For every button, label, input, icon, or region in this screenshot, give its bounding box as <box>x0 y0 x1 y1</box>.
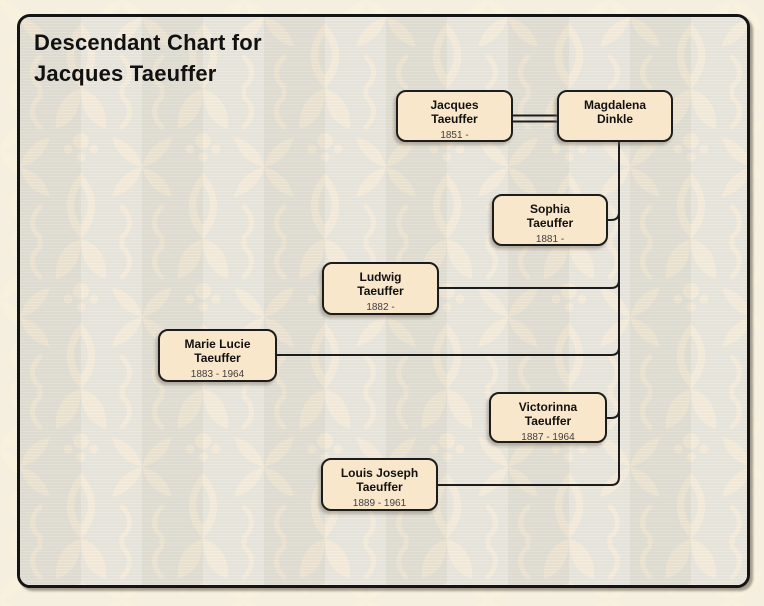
person-box-louis-joseph-taeuffer[interactable]: Louis Joseph Taeuffer 1889 - 1961 <box>321 458 438 511</box>
chart-title-line2: Jacques Taeuffer <box>34 61 217 86</box>
person-name-line2: Taeuffer <box>194 351 241 365</box>
person-dates: 1883 - 1964 <box>190 369 245 380</box>
person-name-line2: Taeuffer <box>356 480 403 494</box>
person-dates: 1851 - <box>440 130 469 141</box>
person-box-victorinna-taeuffer[interactable]: Victorinna Taeuffer 1887 - 1964 <box>489 392 607 443</box>
person-dates: 1882 - <box>366 302 395 313</box>
person-name-line2: Taeuffer <box>357 284 404 298</box>
person-name-line1: Victorinna <box>518 400 578 414</box>
chart-title-line1: Descendant Chart for <box>34 30 262 55</box>
person-dates: 1889 - 1961 <box>352 498 407 509</box>
person-name-line1: Magdalena <box>583 98 646 112</box>
person-box-ludwig-taeuffer[interactable]: Ludwig Taeuffer 1882 - <box>322 262 439 315</box>
person-name-line2: Dinkle <box>596 112 633 126</box>
person-box-sophia-taeuffer[interactable]: Sophia Taeuffer 1881 - <box>492 194 608 246</box>
person-dates: 1887 - 1964 <box>521 432 575 443</box>
person-dates: 1881 - <box>535 234 565 245</box>
person-box-magdalena-dinkle[interactable]: Magdalena Dinkle <box>557 90 673 142</box>
person-name-line2: Taeuffer <box>431 112 478 126</box>
person-name-line1: Louis Joseph <box>340 466 419 480</box>
person-name-line1: Marie Lucie <box>184 337 251 351</box>
person-name-line2: Taeuffer <box>526 216 574 230</box>
person-box-marie-lucie-taeuffer[interactable]: Marie Lucie Taeuffer 1883 - 1964 <box>158 329 277 382</box>
person-name-line1: Ludwig <box>359 270 402 284</box>
person-name-line1: Sophia <box>529 202 570 216</box>
person-box-jacques-taeuffer[interactable]: Jacques Taeuffer 1851 - <box>396 90 513 142</box>
person-name-line1: Jacques <box>430 98 479 112</box>
person-name-line2: Taeuffer <box>524 414 572 428</box>
chart-title: Descendant Chart for Jacques Taeuffer <box>34 27 262 89</box>
